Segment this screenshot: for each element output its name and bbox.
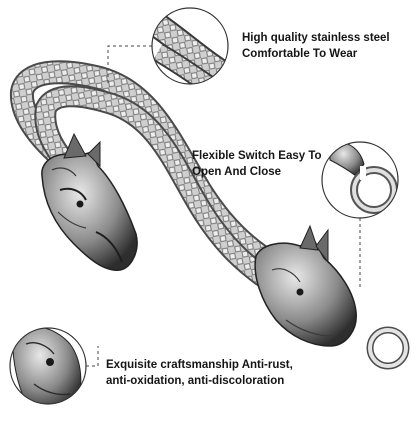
caption-line: anti-oxidation, anti-discoloration [106,375,285,387]
caption-line: Exquisite craftsmanship Anti-rust, [106,359,293,371]
wolf-head-left-icon [41,132,138,271]
caption-line: High quality stainless steel [242,32,390,44]
caption-line: Flexible Switch Easy To [192,150,322,162]
caption-steel-quality: High quality stainless steel Comfortable… [242,30,390,62]
wolf-head-right-icon [254,224,357,347]
chain [9,60,282,287]
caption-switch: Flexible Switch Easy To Open And Close [192,148,322,180]
ring-clasp-icon [366,326,410,370]
callout-lines [86,45,361,367]
caption-craftsmanship: Exquisite craftsmanship Anti-rust, anti-… [106,357,293,389]
zoom-head-detail [9,327,87,405]
zoom-chain-detail [151,7,229,85]
caption-line: Comfortable To Wear [242,48,358,60]
zoom-clasp-detail [321,141,399,219]
caption-line: Open And Close [192,166,282,178]
